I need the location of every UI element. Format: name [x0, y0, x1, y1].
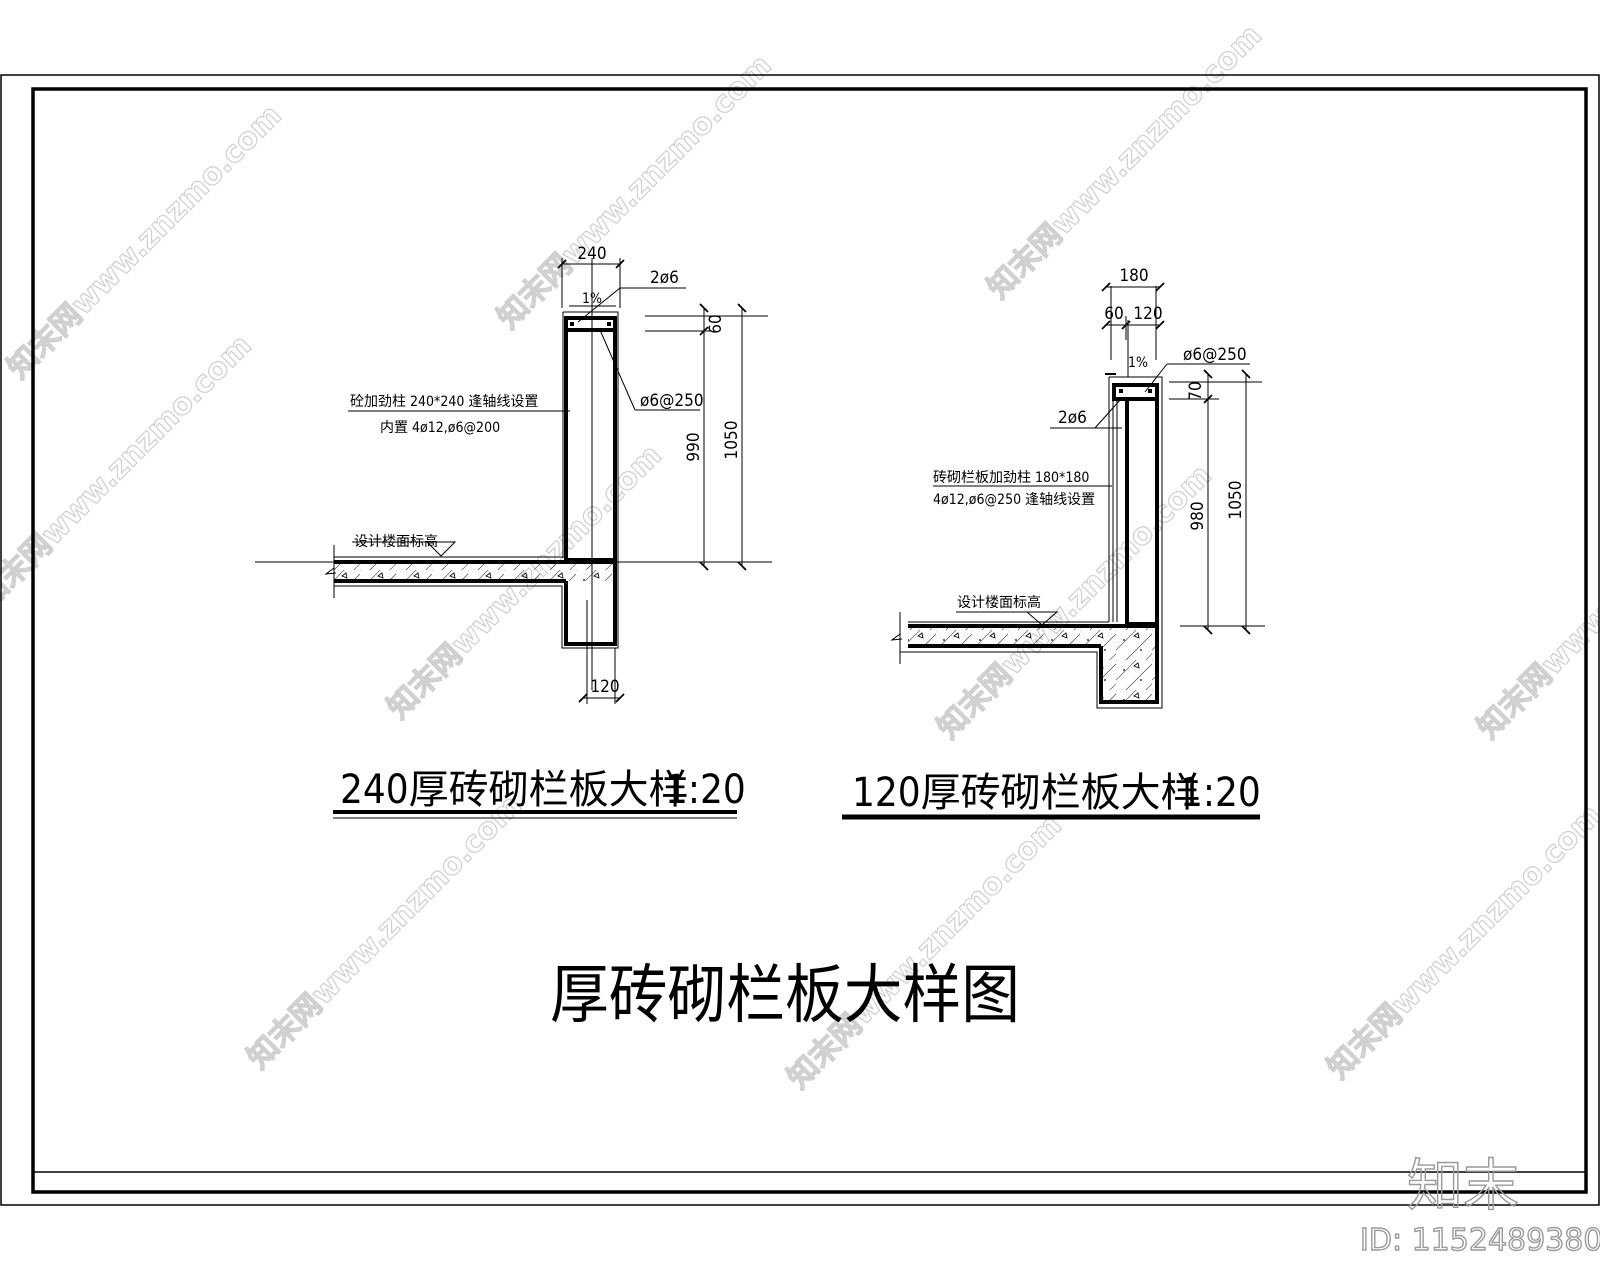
detail-240-title: 240厚砖砌栏板大样: [340, 767, 689, 813]
dim-beam-offset: 120: [590, 677, 619, 697]
cap-rebar-label: 2ø6: [1058, 408, 1087, 428]
floor-level-label: 设计楼面标高: [957, 594, 1041, 611]
dim-cap-height: 60: [706, 314, 726, 333]
watermark-text: 知末网www.znzmo.com: [241, 788, 529, 1076]
dim-top-width: 180: [1119, 266, 1148, 286]
watermark-text: 知末网www.znzmo.com: [981, 18, 1269, 306]
watermark-layer: 知末网www.znzmo.com 知末网www.znzmo.com 知末网www…: [0, 17, 1600, 1096]
dim-split-right: 120: [1133, 304, 1162, 324]
dim-top-width: 240: [577, 244, 606, 264]
dim-split-left: 60: [1104, 304, 1123, 324]
brand-watermark: 知末 ID: 1152489380: [1359, 1153, 1600, 1258]
brand-logo: 知末: [1407, 1154, 1519, 1219]
image-id-label: ID: 1152489380: [1360, 1223, 1600, 1258]
dim-inner-height: 980: [1188, 501, 1208, 530]
watermark-text: 知末网www.znzmo.com: [1321, 798, 1600, 1086]
column-note-line2: 4ø12,ø6@250 逢轴线设置: [933, 492, 1095, 508]
detail-120-scale: 1:20: [1180, 770, 1261, 816]
watermark-text: 知末网www.znzmo.com: [1471, 458, 1600, 746]
watermark-text: 知末网www.znzmo.com: [491, 48, 779, 336]
outer-border: [0, 74, 1600, 1206]
cap-beam: [1112, 383, 1159, 401]
stirrup-label: ø6@250: [1183, 345, 1247, 365]
slope-label: 1%: [1128, 355, 1148, 371]
watermark-text: 知末网www.znzmo.com: [781, 808, 1069, 1096]
dim-total-height: 1050: [722, 421, 742, 460]
detail-240-scale: 1:20: [665, 767, 746, 813]
dim-inner-height: 990: [684, 432, 704, 461]
detail-120-title: 120厚砖砌栏板大样: [852, 770, 1201, 816]
stirrup-label: ø6@250: [640, 391, 704, 411]
detail-240: 240 1% 2ø6 ø6@250 砼加劲柱 240*240 逢轴线设置 内置 …: [255, 244, 772, 819]
dim-cap-height: 70: [1186, 381, 1206, 400]
slope-label: 1%: [582, 291, 602, 307]
column-note-line1: 砼加劲柱 240*240 逢轴线设置: [350, 394, 538, 410]
main-drawing-title: 厚砖砌栏板大样图: [550, 959, 1020, 1033]
drawing-frame: [0, 74, 1600, 1206]
inner-border: [31, 87, 1588, 1194]
column-note-line2: 内置 4ø12,ø6@200: [380, 420, 500, 436]
cap-rebar-label: 2ø6: [650, 268, 679, 288]
column-note-line1: 砖砌栏板加劲柱 180*180: [933, 470, 1089, 486]
detail-120: 180 60 120 1% ø6@250 2ø6 砖砌栏板加劲柱 180*180…: [842, 266, 1265, 820]
cap-beam: [564, 316, 617, 332]
dim-total-height: 1050: [1226, 481, 1246, 520]
